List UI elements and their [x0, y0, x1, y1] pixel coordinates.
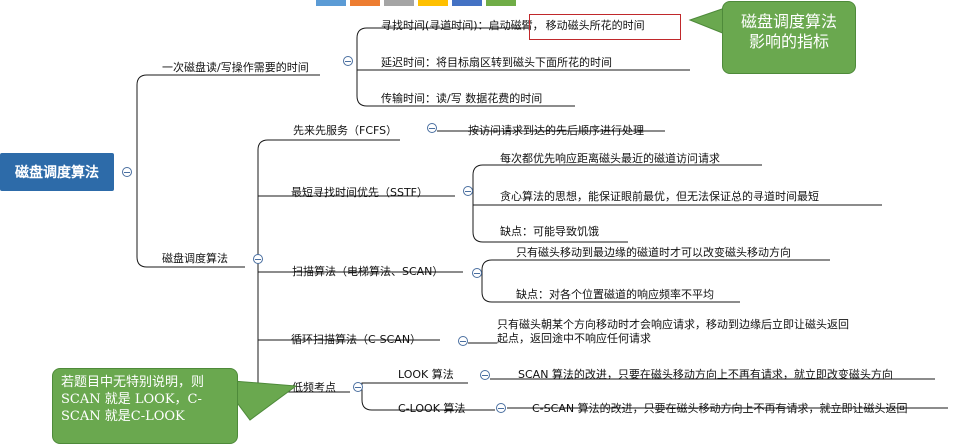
collapse-toggle[interactable] [472, 268, 482, 278]
scan-item[interactable]: 只有磁头移动到最边缘的磁道时才可以改变磁头移动方向 [516, 246, 791, 259]
branch-disk-scheduling[interactable]: 磁盘调度算法 [162, 252, 228, 265]
fcfs-desc[interactable]: 按访问请求到达的先后顺序进行处理 [468, 124, 644, 137]
seek-time-prefix: 寻找时间(寻道时间)：启动磁臂， [381, 19, 544, 32]
sstf-item[interactable]: 每次都优先响应距离磁头最近的磁道访问请求 [500, 152, 720, 165]
algo-fcfs[interactable]: 先来先服务（FCFS） [293, 124, 398, 137]
color-swatch [486, 0, 516, 6]
clook-desc[interactable]: C-SCAN 算法的改进，只要在磁头移动方向上不再有请求，就立即让磁头返回 [532, 402, 908, 415]
seek-time-item[interactable]: 寻找时间(寻道时间)：启动磁臂，移动磁头所花的时间 [381, 19, 645, 33]
algo-cscan[interactable]: 循环扫描算法（C-SCAN） [291, 333, 422, 346]
color-swatch [316, 0, 346, 6]
sstf-item[interactable]: 贪心算法的思想，能保证眼前最优，但无法保证总的寻道时间最短 [500, 190, 819, 203]
branch-disk-io-time[interactable]: 一次磁盘读/写操作需要的时间 [162, 61, 309, 74]
color-swatch [350, 0, 380, 6]
callout-note: 若题目中无特别说明，则SCAN 就是 LOOK，C-SCAN 就是C-LOOK [52, 368, 238, 444]
low-frequency-topics[interactable]: 低频考点 [292, 381, 336, 394]
look-desc[interactable]: SCAN 算法的改进，只要在磁头移动方向上不再有请求，就立即改变磁头方向 [518, 368, 893, 381]
highlight-box [529, 14, 681, 40]
callout-metric: 磁盘调度算法影响的指标 [722, 1, 856, 74]
collapse-toggle[interactable] [458, 336, 468, 346]
color-swatch [384, 0, 414, 6]
sstf-item[interactable]: 缺点：可能导致饥饿 [500, 225, 599, 238]
algo-clook[interactable]: C-LOOK 算法 [398, 402, 466, 415]
collapse-toggle[interactable] [463, 186, 473, 196]
seek-time-highlight: 移动磁头所花的时间 [545, 19, 645, 32]
collapse-toggle[interactable] [496, 403, 506, 413]
color-swatch [452, 0, 482, 6]
collapse-toggle[interactable] [343, 56, 353, 66]
root-node[interactable]: 磁盘调度算法 [0, 153, 114, 191]
latency-time-item[interactable]: 延迟时间：将目标扇区转到磁头下面所花的时间 [381, 56, 612, 69]
collapse-toggle[interactable] [122, 167, 132, 177]
collapse-toggle[interactable] [353, 382, 363, 392]
algo-scan[interactable]: 扫描算法（电梯算法、SCAN） [292, 265, 444, 278]
transfer-time-item[interactable]: 传输时间：读/写 数据花费的时间 [381, 92, 543, 105]
algo-look[interactable]: LOOK 算法 [398, 368, 454, 381]
collapse-toggle[interactable] [253, 254, 263, 264]
collapse-toggle[interactable] [480, 370, 490, 380]
scan-item[interactable]: 缺点：对各个位置磁道的响应频率不平均 [516, 288, 714, 301]
algo-sstf[interactable]: 最短寻找时间优先（SSTF） [291, 186, 429, 199]
color-swatch [418, 0, 448, 6]
collapse-toggle[interactable] [427, 123, 437, 133]
cscan-desc[interactable]: 只有磁头朝某个方向移动时才会响应请求，移动到边缘后立即让磁头返回起点，返回途中不… [497, 318, 849, 345]
